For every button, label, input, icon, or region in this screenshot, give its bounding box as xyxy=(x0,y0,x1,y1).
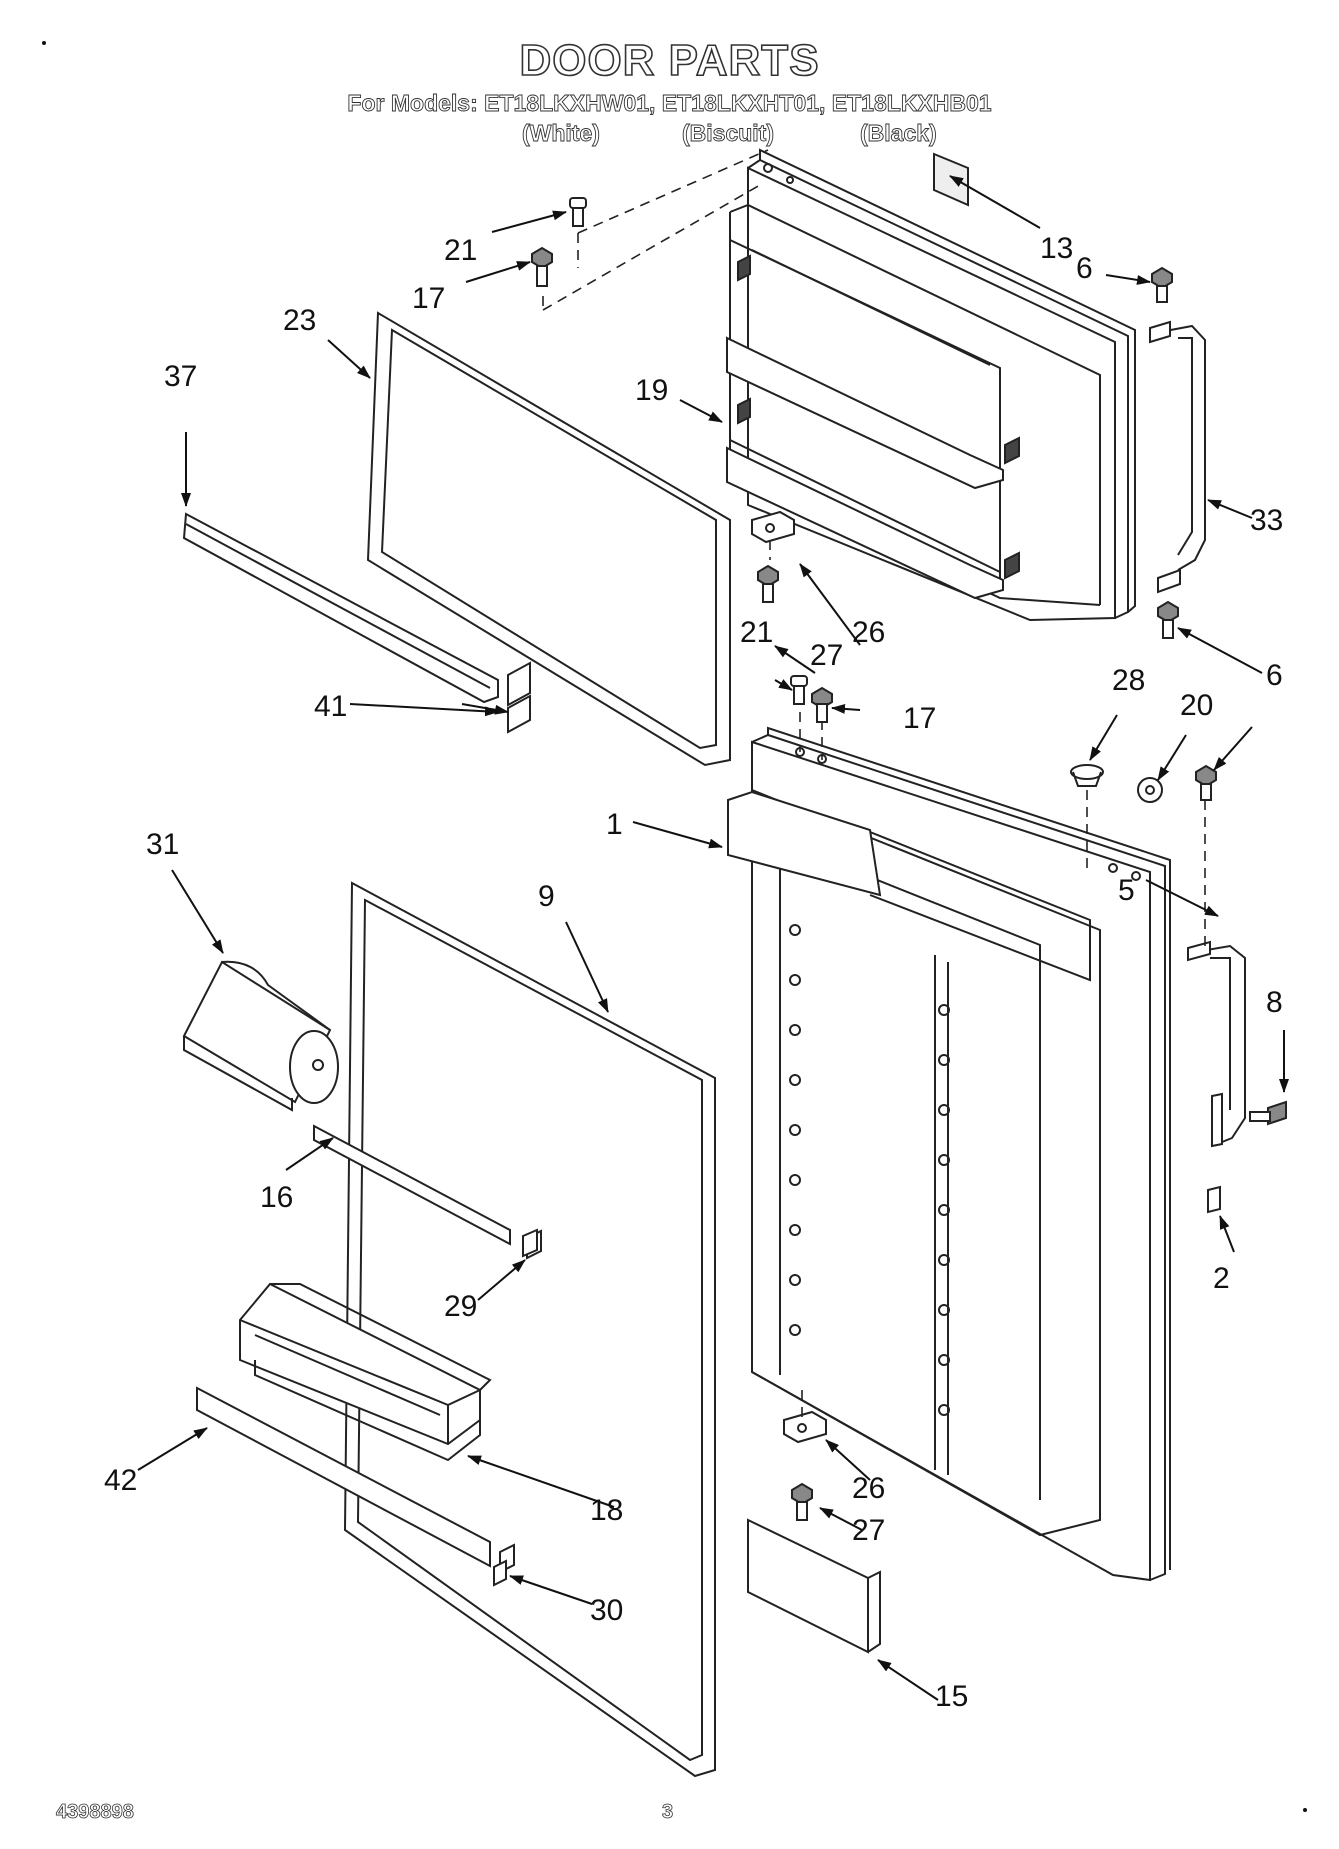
callout-41: 41 xyxy=(314,690,347,723)
freezer-door-gasket xyxy=(366,311,731,767)
variant-white: (White) xyxy=(522,120,601,147)
screw-21-top xyxy=(569,197,587,227)
callout-42: 42 xyxy=(104,1464,137,1497)
callout-37: 37 xyxy=(164,360,197,393)
washer-20 xyxy=(1137,777,1163,803)
callout-28: 28 xyxy=(1112,664,1145,697)
corner-mark xyxy=(42,41,46,45)
callout-17-top: 17 xyxy=(412,282,445,315)
models-line: For Models: ET18LKXHW01, ET18LKXHT01, ET… xyxy=(347,90,992,117)
label-13 xyxy=(933,152,969,207)
callout-23: 23 xyxy=(283,304,316,337)
callout-27-top: 27 xyxy=(810,639,843,672)
callout-1: 1 xyxy=(606,808,623,841)
callout-33: 33 xyxy=(1250,504,1283,537)
callout-18: 18 xyxy=(590,1494,623,1527)
screw-17-mid xyxy=(811,686,833,723)
screw-21-mid xyxy=(790,675,808,705)
screw-6-handle xyxy=(1195,764,1217,801)
fresh-food-handle xyxy=(1187,940,1246,1214)
screw-8 xyxy=(1249,1100,1287,1126)
dairy-door xyxy=(182,960,339,1112)
callout-30: 30 xyxy=(590,1594,623,1627)
freezer-handle xyxy=(1149,320,1206,594)
callout-31: 31 xyxy=(146,828,179,861)
clip-29 xyxy=(522,1228,538,1258)
callout-20: 20 xyxy=(1180,689,1213,722)
page-number: 3 xyxy=(662,1801,674,1824)
callout-26-bottom: 26 xyxy=(852,1472,885,1505)
callout-5: 5 xyxy=(1118,874,1135,907)
variant-black: (Black) xyxy=(860,120,938,147)
screw-17-top xyxy=(531,246,553,287)
freezer-trim-strip xyxy=(182,512,531,707)
fresh-food-door xyxy=(727,726,1171,1582)
door-shelf-bin xyxy=(239,1282,492,1462)
hinge-cover xyxy=(747,1518,881,1654)
callout-6-lower: 6 xyxy=(1266,659,1283,692)
callout-13: 13 xyxy=(1040,232,1073,265)
clip-30 xyxy=(493,1559,507,1587)
bottom-hinge xyxy=(783,1410,827,1444)
callout-9: 9 xyxy=(538,880,555,913)
variant-biscuit: (Biscuit) xyxy=(682,120,775,147)
callout-21-top: 21 xyxy=(444,234,477,267)
plug-28 xyxy=(1070,764,1104,787)
screw-6-lower xyxy=(1157,600,1179,639)
callout-19: 19 xyxy=(635,374,668,407)
callout-6-top: 6 xyxy=(1076,252,1093,285)
alignment-lines xyxy=(542,149,1206,1420)
callout-21-mid: 21 xyxy=(740,616,773,649)
screw-6-top xyxy=(1151,266,1173,303)
callout-8: 8 xyxy=(1266,986,1283,1019)
document-number: 4398898 xyxy=(56,1801,135,1824)
callout-17-mid: 17 xyxy=(903,702,936,735)
leader-arrows xyxy=(137,175,1289,1701)
callout-2: 2 xyxy=(1213,1262,1230,1295)
callout-27-bottom: 27 xyxy=(852,1514,885,1547)
top-hinge xyxy=(751,510,795,544)
screw-27-bottom xyxy=(791,1482,813,1521)
callout-29: 29 xyxy=(444,1290,477,1323)
callout-15: 15 xyxy=(935,1680,968,1713)
screw-27-top xyxy=(757,564,779,603)
clip-41 xyxy=(507,694,531,734)
callout-16: 16 xyxy=(260,1181,293,1214)
fresh-food-gasket xyxy=(343,881,716,1778)
callout-26-top: 26 xyxy=(852,616,885,649)
corner-mark xyxy=(1303,1808,1307,1812)
page-title: DOOR PARTS xyxy=(519,35,820,86)
freezer-door xyxy=(726,148,1136,622)
